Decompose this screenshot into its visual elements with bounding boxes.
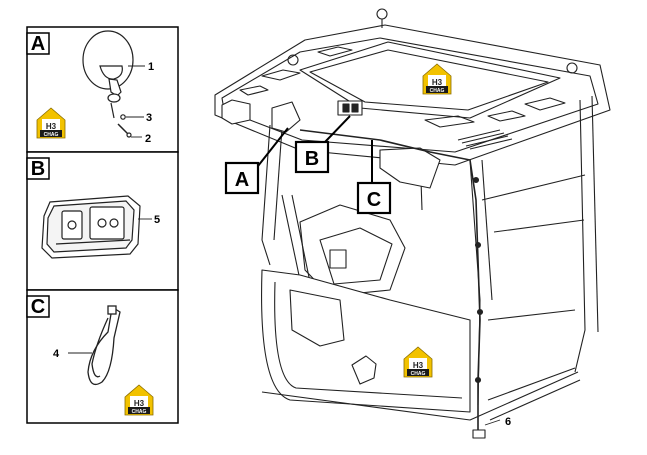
logo-text-bottom: CHAG: [132, 409, 147, 415]
part-number-2: 2: [145, 133, 151, 145]
callout-c-letter: C: [367, 189, 381, 211]
part-number-5: 5: [154, 214, 160, 226]
callout-c: C: [356, 140, 392, 215]
logo-icon: H3 CHAG: [422, 63, 452, 95]
logo-text-top: H3: [134, 399, 145, 408]
part-number-4: 4: [53, 348, 60, 360]
panel-a-letter: A: [31, 33, 45, 55]
panel-c-label-box: [26, 295, 50, 318]
logo-text-top: H3: [413, 361, 424, 370]
forklift-cab-illustration: [214, 8, 611, 439]
panel-b-letter: B: [31, 158, 45, 180]
logo-icon: H3 CHAG: [403, 346, 433, 378]
part-number-6: 6: [505, 416, 511, 428]
callout-a-letter: A: [235, 169, 249, 191]
part-number-1: 1: [148, 61, 154, 73]
part-number-3: 3: [146, 112, 152, 124]
cable-tie-icon: [87, 305, 121, 386]
callout-b: B: [294, 115, 351, 174]
panel-a: A 1 3 2 H3 CHAG: [26, 26, 179, 153]
leader-line-6: [484, 419, 501, 426]
logo-text-bottom: CHAG: [430, 88, 445, 94]
panel-b: B 5: [26, 151, 179, 291]
panel-c-letter: C: [31, 296, 45, 318]
panel-b-label-box: [26, 157, 50, 180]
logo-text-bottom: CHAG: [411, 371, 426, 377]
panel-c: C 4 H3 CHAG: [26, 289, 179, 424]
logo-icon: H3 CHAG: [124, 384, 154, 416]
logo-text-top: H3: [46, 122, 57, 131]
logo-text-bottom: CHAG: [44, 132, 59, 138]
mirror-icon: [82, 30, 134, 138]
logo-icon: H3 CHAG: [36, 107, 66, 139]
dome-light-icon: [41, 195, 141, 259]
callout-a: A: [224, 127, 289, 195]
logo-text-top: H3: [432, 78, 443, 87]
callout-b-letter: B: [305, 148, 319, 170]
panel-a-label-box: [26, 32, 50, 55]
